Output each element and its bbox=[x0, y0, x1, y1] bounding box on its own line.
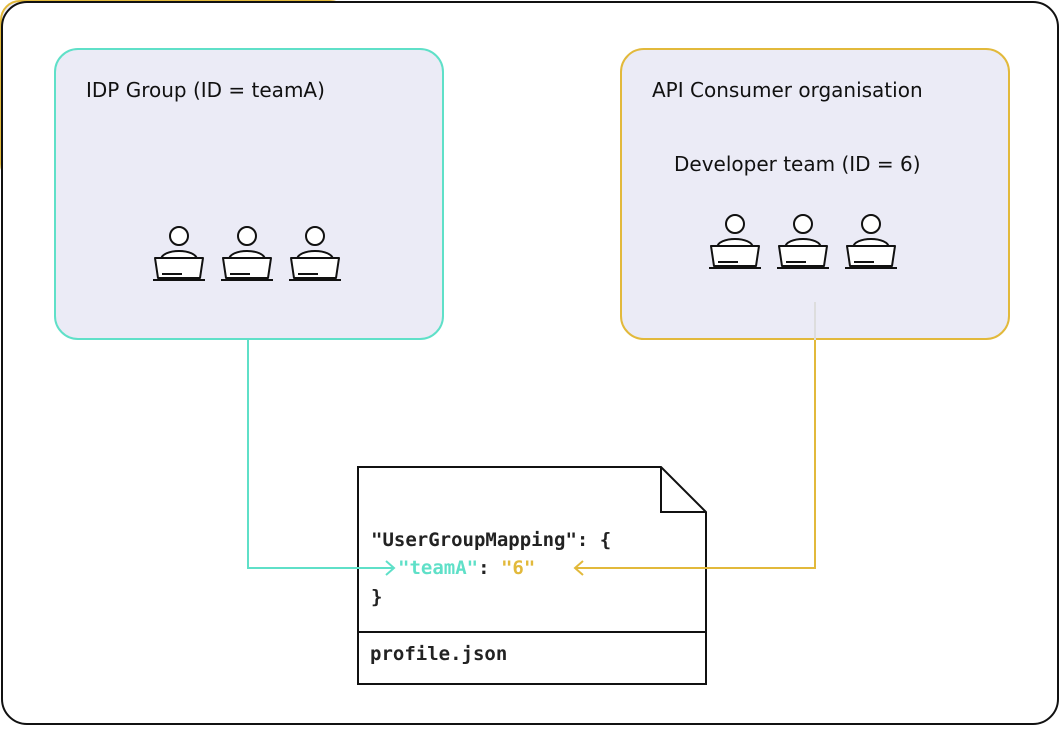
api-consumer-org-title: API Consumer organisation bbox=[652, 78, 923, 102]
person-at-laptop-icon bbox=[845, 214, 897, 269]
person-at-laptop-icon bbox=[153, 226, 205, 281]
idp-group-title: IDP Group (ID = teamA) bbox=[86, 78, 325, 102]
person-at-laptop-icon bbox=[289, 226, 341, 281]
person-at-laptop-icon bbox=[221, 226, 273, 281]
person-at-laptop-icon bbox=[777, 214, 829, 269]
api-consumer-org-box bbox=[620, 48, 1010, 340]
code-mapping-value: "6" bbox=[500, 557, 536, 579]
code-mapping-close: } bbox=[371, 586, 383, 608]
idp-group-box bbox=[54, 48, 444, 340]
file-name-label: profile.json bbox=[370, 643, 508, 665]
code-mapping-open: "UserGroupMapping": { bbox=[371, 529, 612, 551]
code-mapping-key: "teamA" bbox=[398, 557, 479, 579]
person-at-laptop-icon bbox=[709, 214, 761, 269]
code-mapping-entry: "teamA": "6" bbox=[398, 557, 535, 579]
code-mapping-separator: : bbox=[478, 557, 501, 579]
developer-team-title: Developer team (ID = 6) bbox=[674, 152, 921, 176]
